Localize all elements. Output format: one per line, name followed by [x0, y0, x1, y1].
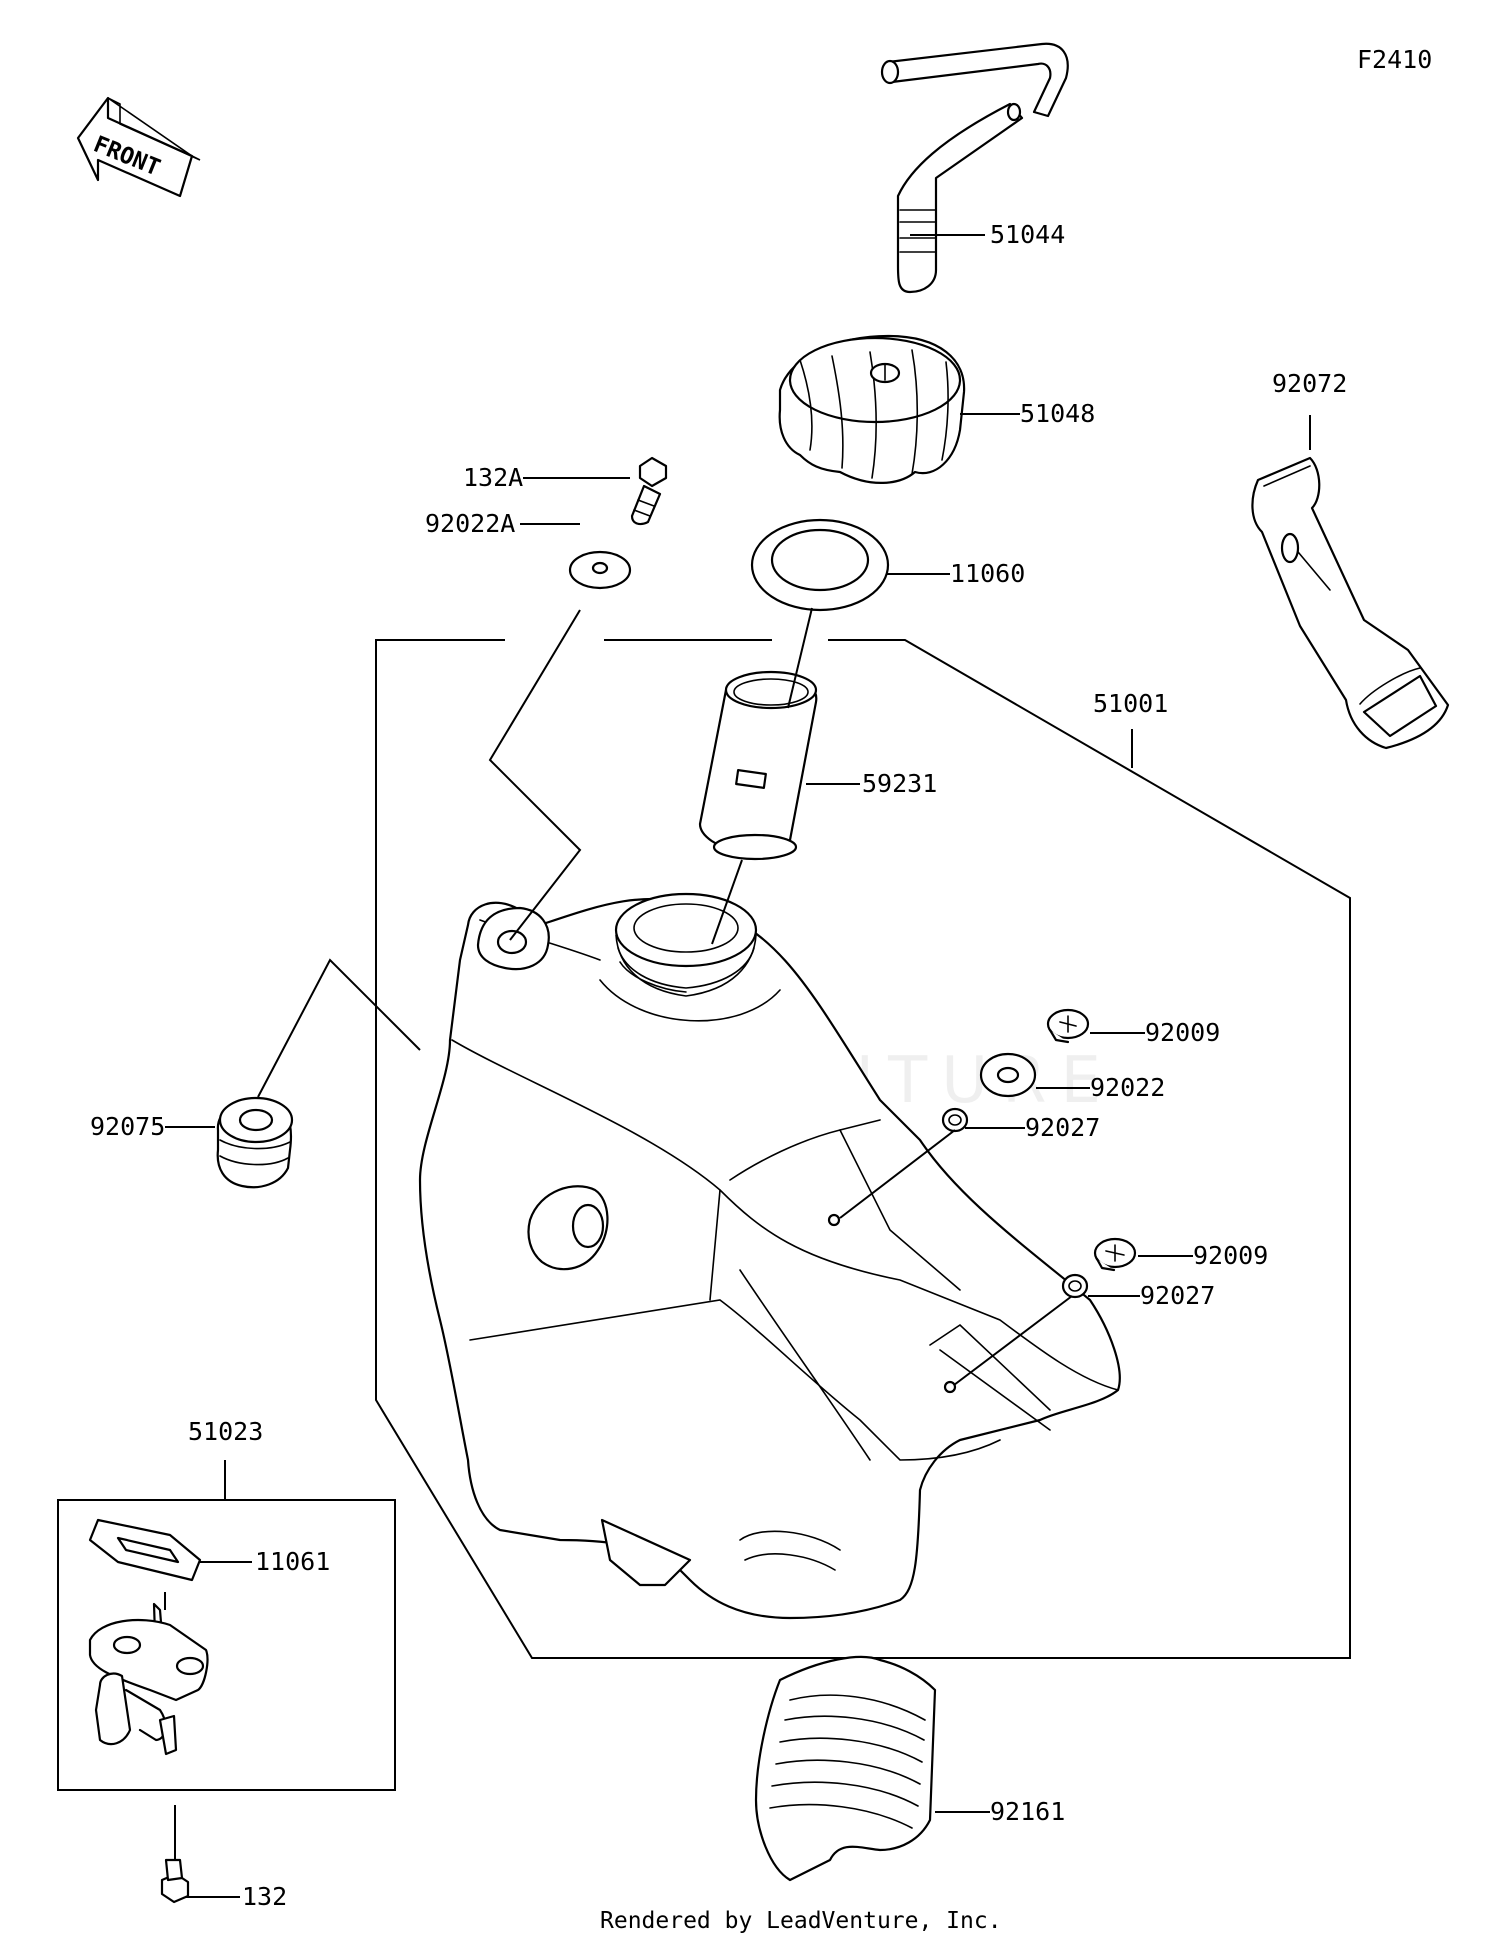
label-92027b[interactable]: 92027: [1140, 1281, 1215, 1310]
fuel-valve: [88, 1592, 209, 1880]
label-11060[interactable]: 11060: [950, 559, 1025, 588]
label-92022a[interactable]: 92022A: [425, 509, 515, 538]
tank-assembly-bracket: [375, 639, 1351, 1659]
label-59231[interactable]: 59231: [862, 769, 937, 798]
vent-hose: [880, 42, 1069, 294]
label-92022[interactable]: 92022: [1090, 1073, 1165, 1102]
label-92072[interactable]: 92072: [1272, 369, 1347, 398]
label-51044[interactable]: 51044: [990, 220, 1065, 249]
footer-credit: Rendered by LeadVenture, Inc.: [600, 1908, 1002, 1934]
gasket-11060: [750, 518, 890, 612]
label-92027a[interactable]: 92027: [1025, 1113, 1100, 1142]
washer-92022: [979, 1052, 1037, 1098]
bolt-132: [160, 1858, 190, 1904]
gasket-11061: [88, 1518, 252, 1582]
tank-strap: [1251, 456, 1450, 750]
label-92009a[interactable]: 92009: [1145, 1018, 1220, 1047]
label-132[interactable]: 132: [242, 1882, 287, 1911]
label-51001[interactable]: 51001: [1093, 689, 1168, 718]
label-51023[interactable]: 51023: [188, 1417, 263, 1446]
washer-92022a: [568, 550, 632, 590]
label-11061[interactable]: 11061: [255, 1547, 330, 1576]
pad-92161: [754, 1655, 937, 1882]
front-arrow-icon: FRONT: [76, 96, 201, 198]
bolt-132a: [630, 456, 668, 526]
fuel-tank: [418, 892, 1121, 1620]
diagram-code: F2410: [1357, 45, 1432, 74]
label-92161[interactable]: 92161: [990, 1797, 1065, 1826]
label-132a[interactable]: 132A: [463, 463, 523, 492]
grommet-92075: [216, 1096, 294, 1189]
leader-lines: [165, 234, 1311, 1898]
label-51048[interactable]: 51048: [1020, 399, 1095, 428]
fuel-valve-box: [57, 1460, 396, 1791]
filter-59231: [698, 670, 818, 861]
oring-92027b: [1061, 1273, 1089, 1299]
fuel-cap: [778, 334, 966, 484]
screw-92009a: [1046, 1008, 1090, 1044]
part-labels: 51044 51048 92072 132A 92022A 11060 5100…: [90, 220, 1347, 1911]
label-92009b[interactable]: 92009: [1193, 1241, 1268, 1270]
label-92075[interactable]: 92075: [90, 1112, 165, 1141]
oring-92027a: [941, 1107, 969, 1133]
screw-92009b: [1093, 1237, 1137, 1272]
